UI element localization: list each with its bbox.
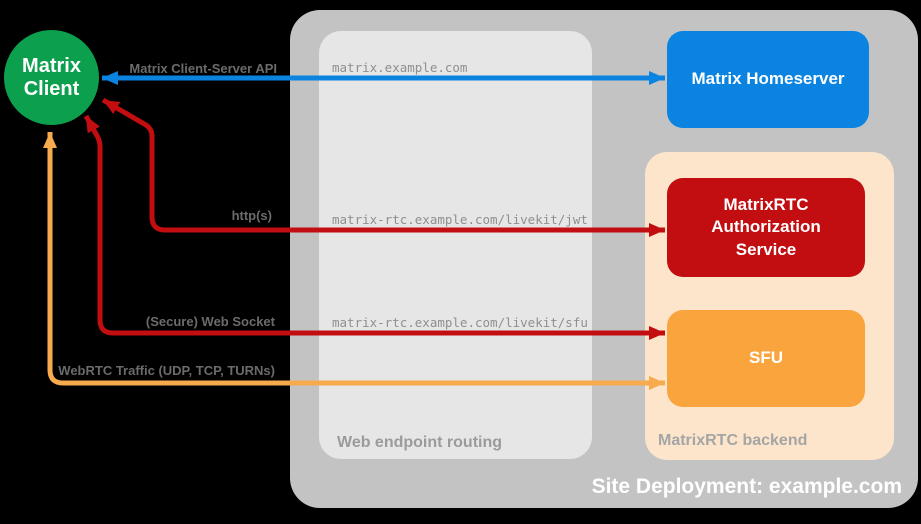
matrixrtc-authorization-service-label: MatrixRTC Authorization Service <box>711 195 821 259</box>
edge-label-client-server-api: Matrix Client-Server API <box>129 61 277 76</box>
web-endpoint-routing-label: Web endpoint routing <box>337 434 503 451</box>
web-endpoint-routing-box: Web endpoint routing <box>319 31 592 459</box>
edge-label-webrtc: WebRTC Traffic (UDP, TCP, TURNs) <box>58 363 275 378</box>
matrix-client-node: Matrix Client <box>4 30 99 125</box>
endpoint-livekit-sfu: matrix-rtc.example.com/livekit/sfu <box>332 315 588 330</box>
edge-label-http: http(s) <box>231 208 272 223</box>
matrix-homeserver-node: Matrix Homeserver <box>667 31 869 128</box>
edge-label-websocket: (Secure) Web Socket <box>145 314 275 329</box>
endpoint-livekit-jwt: matrix-rtc.example.com/livekit/jwt <box>332 212 588 227</box>
sfu-label: SFU <box>749 348 783 368</box>
matrix-homeserver-label: Matrix Homeserver <box>691 69 845 89</box>
sfu-node: SFU <box>667 310 865 407</box>
matrixrtc-authorization-service-node: MatrixRTC Authorization Service <box>667 178 865 277</box>
endpoint-matrix-example-com: matrix.example.com <box>332 60 468 75</box>
matrix-client-label: Matrix Client <box>22 54 81 100</box>
site-deployment-label: Site Deployment: example.com <box>591 475 902 498</box>
matrixrtc-backend-label: MatrixRTC backend <box>658 432 808 449</box>
